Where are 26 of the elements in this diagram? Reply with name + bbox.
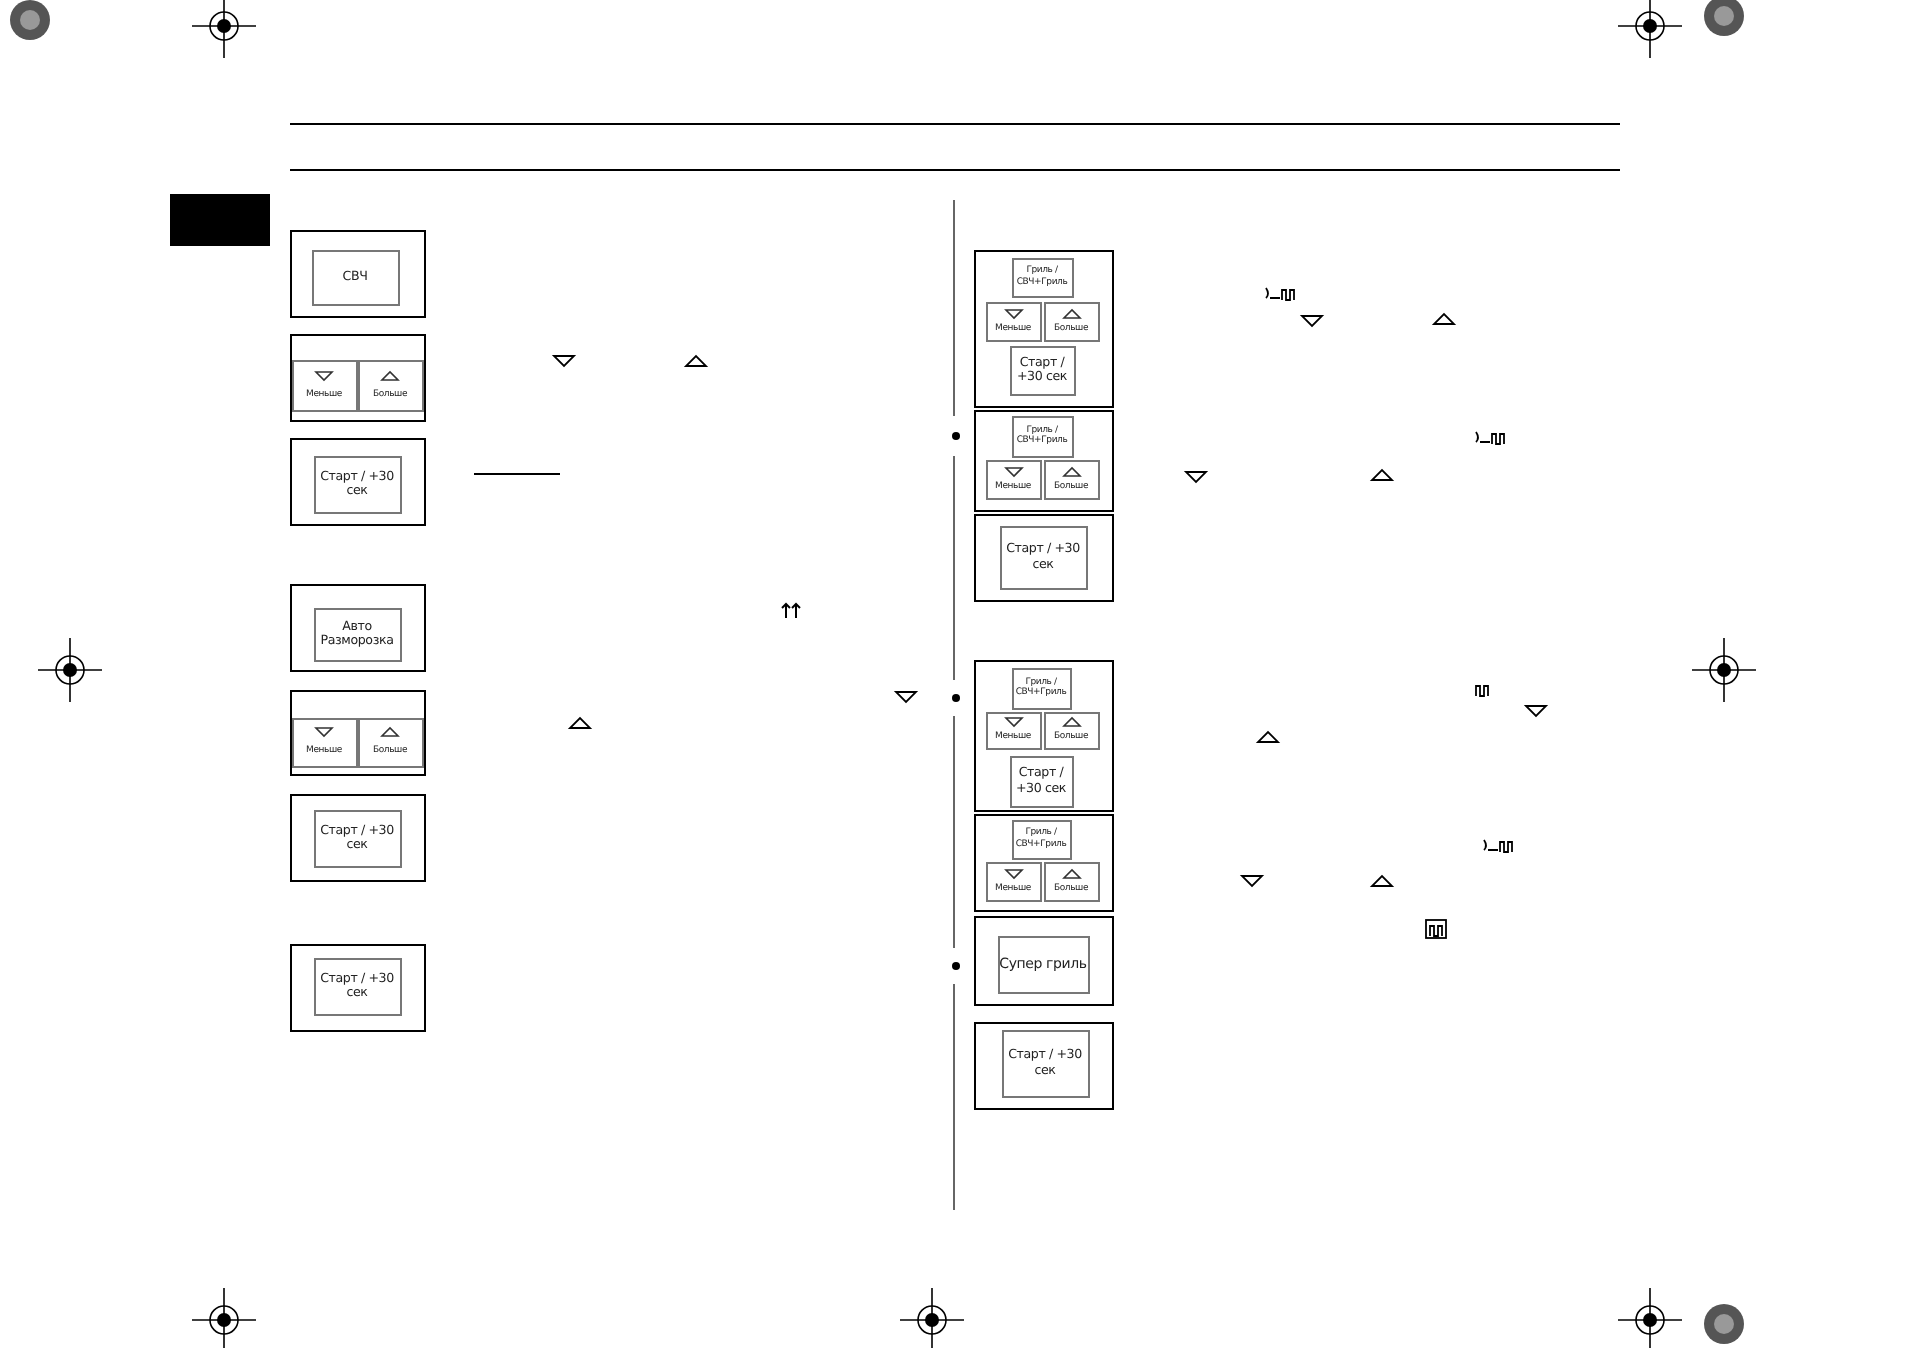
- button-panel: [290, 438, 426, 526]
- button: [985, 711, 1041, 749]
- button-panel: [974, 1022, 1114, 1110]
- button: [291, 359, 357, 411]
- button: [357, 359, 423, 411]
- button-panel: [290, 944, 426, 1032]
- button-panel: [290, 794, 426, 882]
- button: [357, 717, 423, 767]
- button: [1043, 861, 1099, 901]
- button-panel: [290, 690, 426, 776]
- button-panel: [290, 584, 426, 672]
- button: [291, 717, 357, 767]
- button-panel: [290, 334, 426, 422]
- button-panel: [290, 230, 426, 318]
- button-panel: [974, 916, 1114, 1006]
- button: [985, 301, 1041, 341]
- button: [985, 861, 1041, 901]
- button-panel: [974, 660, 1114, 812]
- button: [1043, 459, 1099, 499]
- button-panel: [974, 814, 1114, 912]
- button-panel: [974, 250, 1114, 408]
- button-panel: [974, 514, 1114, 602]
- button: [1043, 301, 1099, 341]
- button-panel: [974, 410, 1114, 512]
- button: [1043, 711, 1099, 749]
- button: [985, 459, 1041, 499]
